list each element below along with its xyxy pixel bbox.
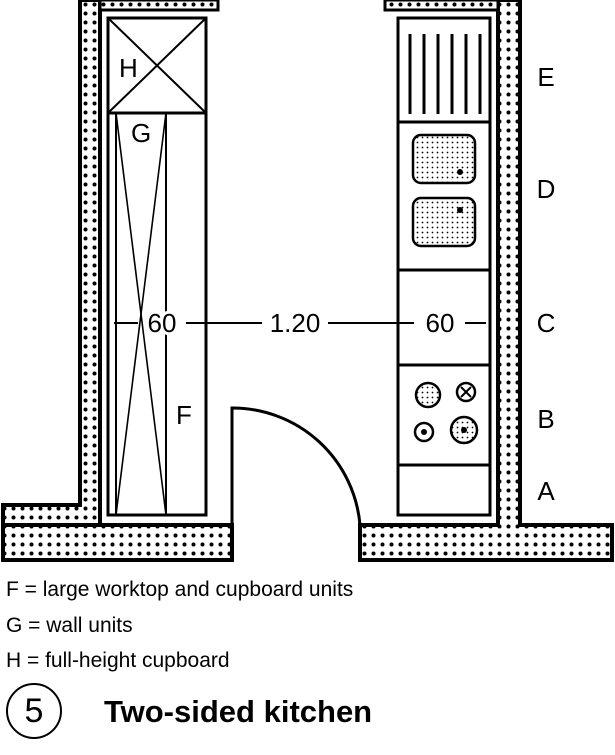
top-wall-right bbox=[383, 0, 500, 12]
label-d: D bbox=[537, 174, 556, 204]
label-g: G bbox=[131, 118, 151, 148]
wall-units-strip bbox=[115, 112, 167, 516]
sink-bowl-2 bbox=[411, 196, 477, 248]
figure-number: 5 bbox=[6, 683, 62, 739]
left-wall bbox=[1, 0, 102, 527]
kitchen-floor-plan: 60 1.20 60 H G F E D C B A bbox=[1, 0, 614, 562]
sink-bowl-1 bbox=[411, 133, 477, 185]
legend-h: H = full-height cupboard bbox=[6, 649, 230, 672]
left-unit-run bbox=[106, 16, 208, 517]
drainer-grooves bbox=[408, 34, 482, 114]
label-b: B bbox=[537, 404, 554, 434]
legend-g: G = wall units bbox=[6, 614, 133, 637]
unit-b-hob bbox=[396, 363, 492, 467]
unit-a bbox=[396, 463, 492, 517]
door-swing bbox=[230, 406, 362, 526]
label-c: C bbox=[537, 308, 556, 338]
label-f: F bbox=[176, 400, 192, 430]
hob-ring-1 bbox=[414, 381, 442, 409]
walls bbox=[1, 0, 614, 562]
top-wall-left bbox=[98, 0, 220, 12]
dim-left-depth: 60 bbox=[148, 308, 177, 338]
room-outline bbox=[98, 10, 500, 527]
unit-e-drainer bbox=[396, 16, 492, 124]
dim-aisle: 1.20 bbox=[270, 308, 321, 338]
right-unit-run bbox=[396, 16, 492, 517]
bottom-left-wall bbox=[1, 523, 234, 562]
label-a: A bbox=[537, 476, 555, 506]
legend-f: F = large worktop and cupboard units bbox=[6, 578, 354, 601]
label-e: E bbox=[537, 62, 554, 92]
dim-right-depth: 60 bbox=[426, 308, 455, 338]
unit-c-worktop bbox=[396, 268, 492, 367]
figure-title: Two-sided kitchen bbox=[104, 694, 373, 729]
label-h: H bbox=[119, 53, 138, 83]
